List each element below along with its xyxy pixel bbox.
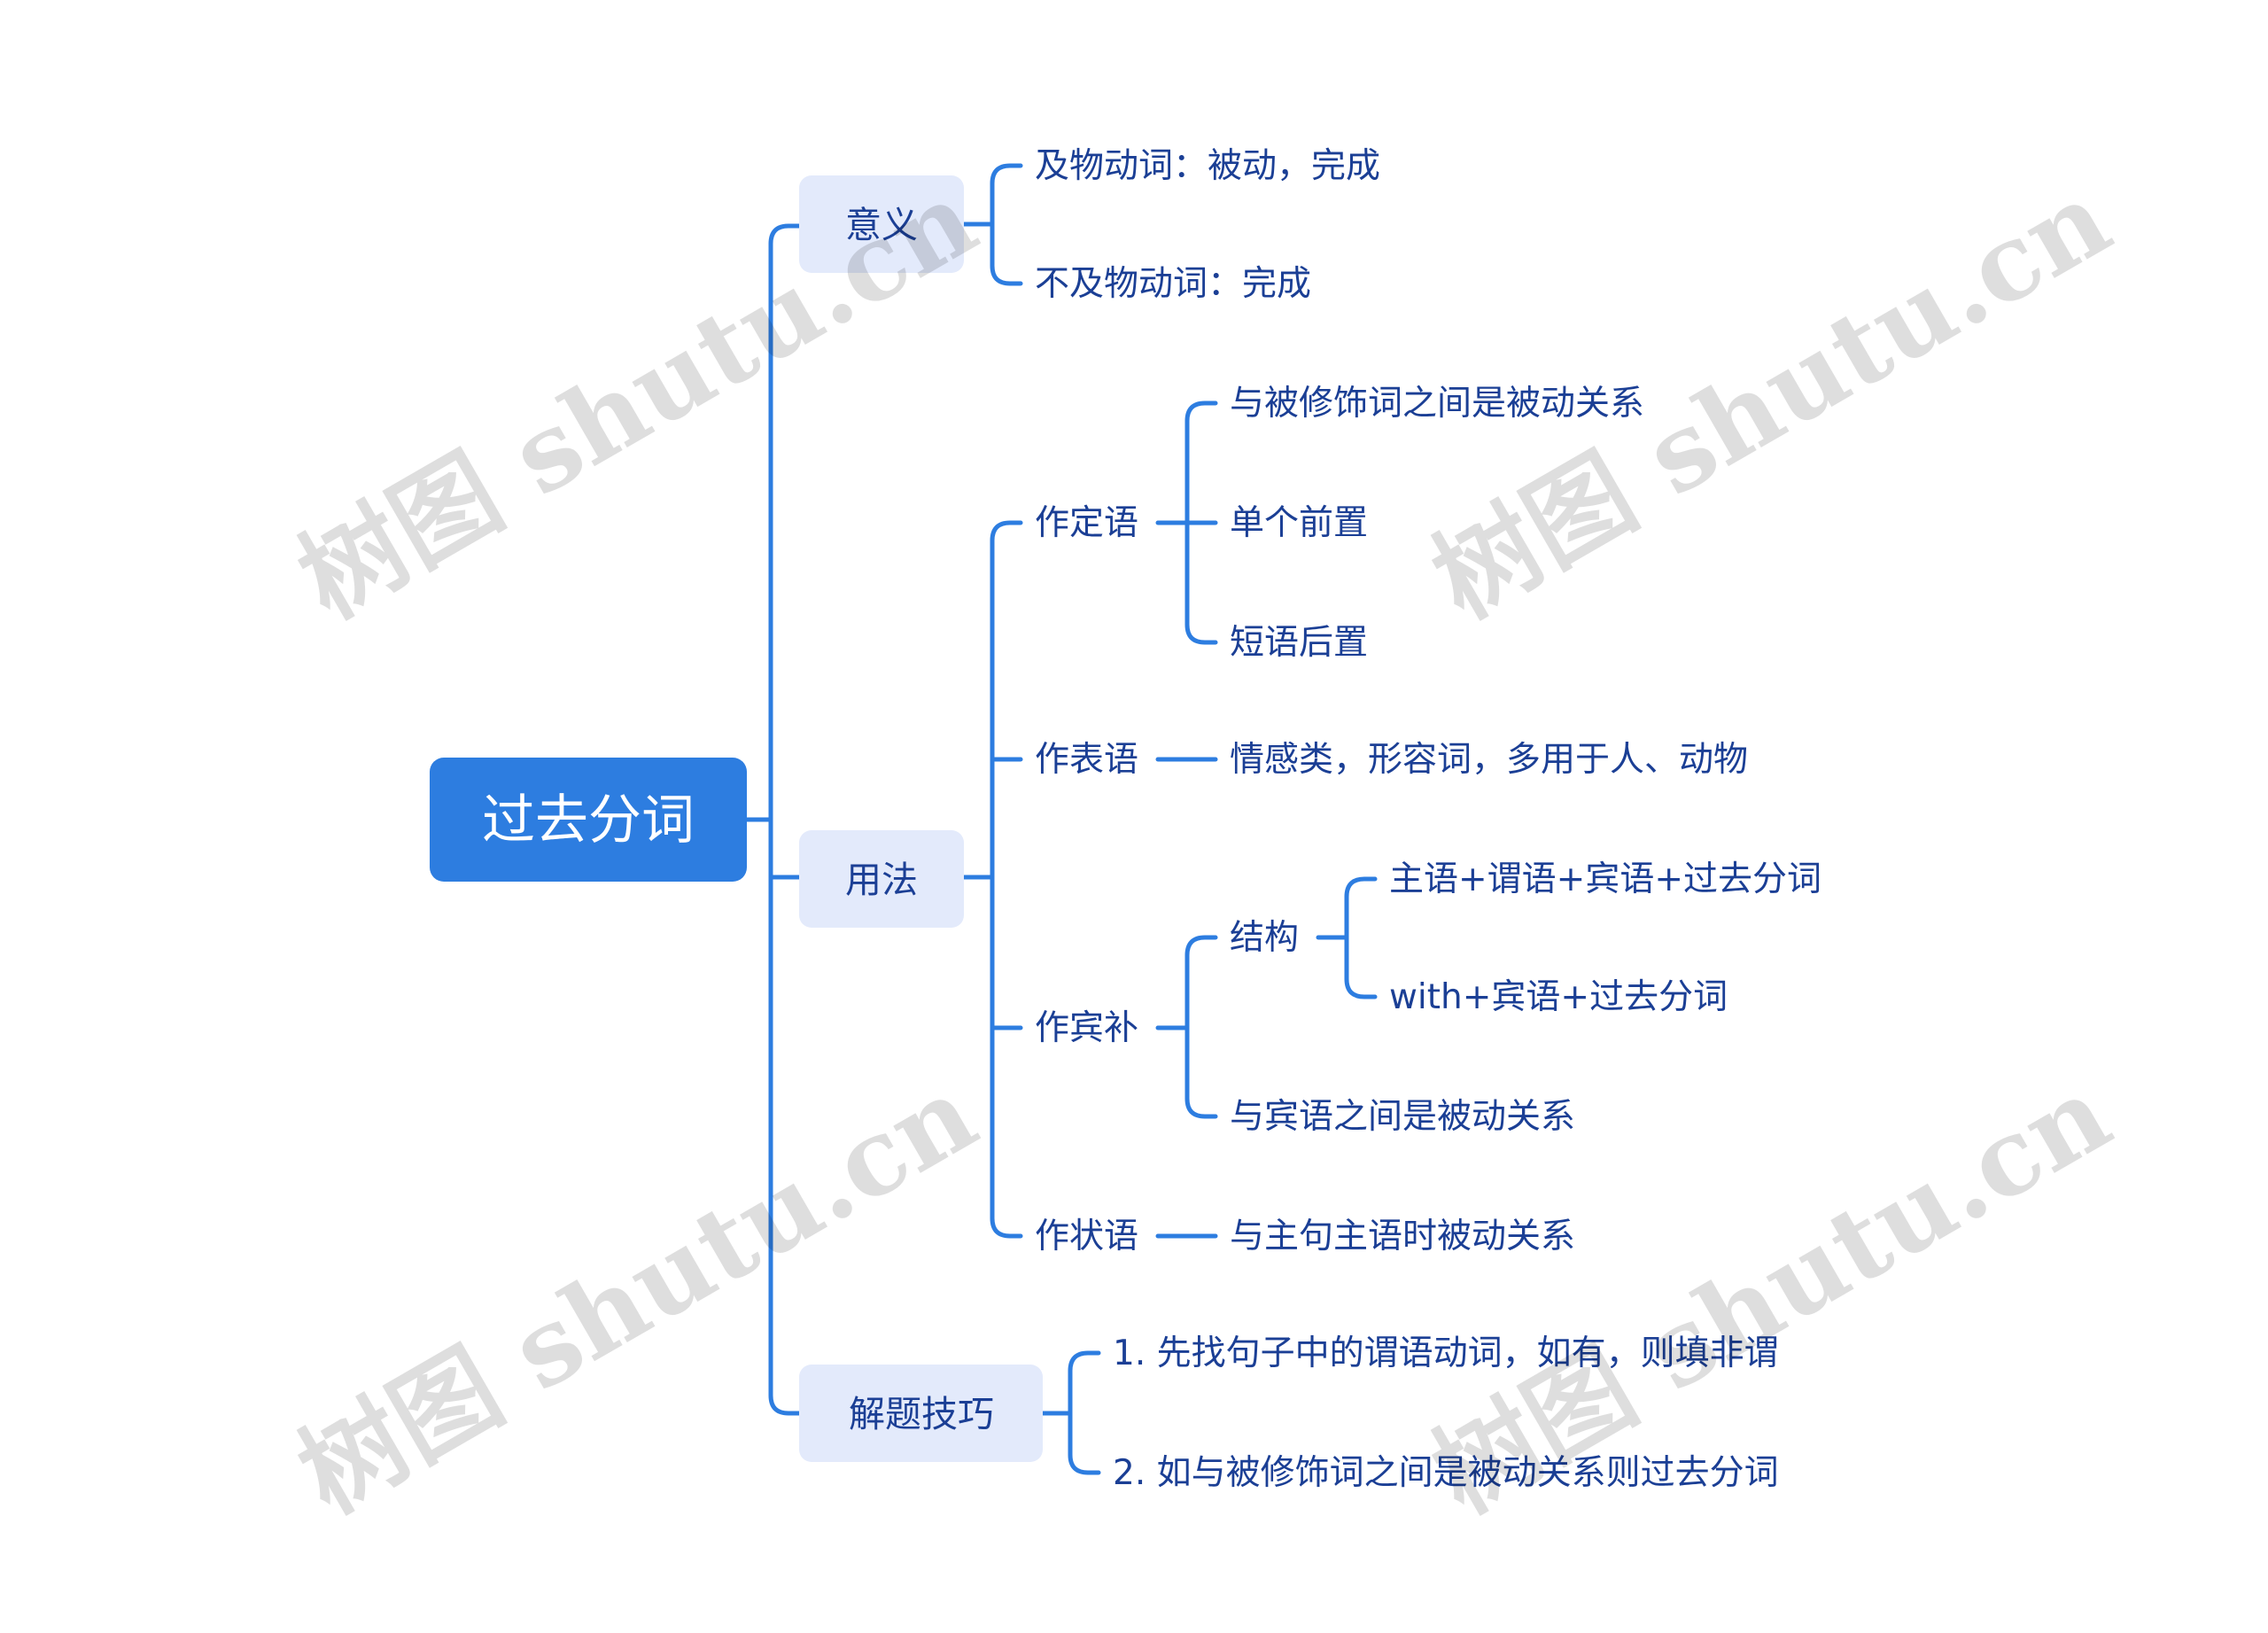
branch-usage-label: 用法 — [845, 859, 918, 901]
root-label: 过去分词 — [482, 789, 695, 851]
usage-predicative-label[interactable]: 作表语 — [1035, 740, 1138, 780]
structure-item[interactable]: 主语+谓语+宾语+过去分词 — [1389, 859, 1821, 899]
meaning-item[interactable]: 不及物动词：完成 — [1035, 264, 1311, 304]
usage-adverbial-label[interactable]: 作状语 — [1035, 1217, 1138, 1256]
tips-item[interactable]: 2. 如与被修饰词之间是被动关系则过去分词 — [1113, 1453, 1779, 1493]
connector-lines — [744, 163, 1378, 1475]
attributive-item[interactable]: 短语后置 — [1230, 623, 1368, 663]
usage-object-complement-label[interactable]: 作宾补 — [1035, 1008, 1138, 1048]
root-node[interactable]: 过去分词 — [430, 758, 747, 882]
attributive-item[interactable]: 单个前置 — [1230, 503, 1368, 543]
structure-item[interactable]: with+宾语+过去分词 — [1389, 977, 1728, 1017]
tips-item[interactable]: 1. 先找句子中的谓语动词，如有，则填非谓 — [1113, 1334, 1779, 1373]
branch-usage[interactable]: 用法 — [799, 830, 964, 928]
usage-attributive-label[interactable]: 作定语 — [1035, 503, 1138, 543]
branch-tips[interactable]: 解题技巧 — [799, 1365, 1043, 1462]
branch-meaning[interactable]: 意义 — [799, 175, 964, 273]
predicative-item[interactable]: 情感类，形容词，多用于人、动物 — [1230, 740, 1748, 780]
structure-label[interactable]: 结构 — [1230, 918, 1299, 958]
adverbial-item[interactable]: 与主句主语时被动关系 — [1230, 1217, 1575, 1256]
branch-tips-label: 解题技巧 — [849, 1393, 994, 1435]
attributive-item[interactable]: 与被修饰词之间是被动关系 — [1230, 384, 1644, 424]
meaning-item[interactable]: 及物动词：被动，完成 — [1035, 146, 1380, 186]
watermark: 树图 shutu.cn — [279, 1052, 996, 1536]
object-complement-item[interactable]: 与宾语之间是被动关系 — [1230, 1097, 1575, 1137]
watermark: 树图 shutu.cn — [279, 157, 996, 642]
branch-meaning-label: 意义 — [845, 204, 918, 246]
